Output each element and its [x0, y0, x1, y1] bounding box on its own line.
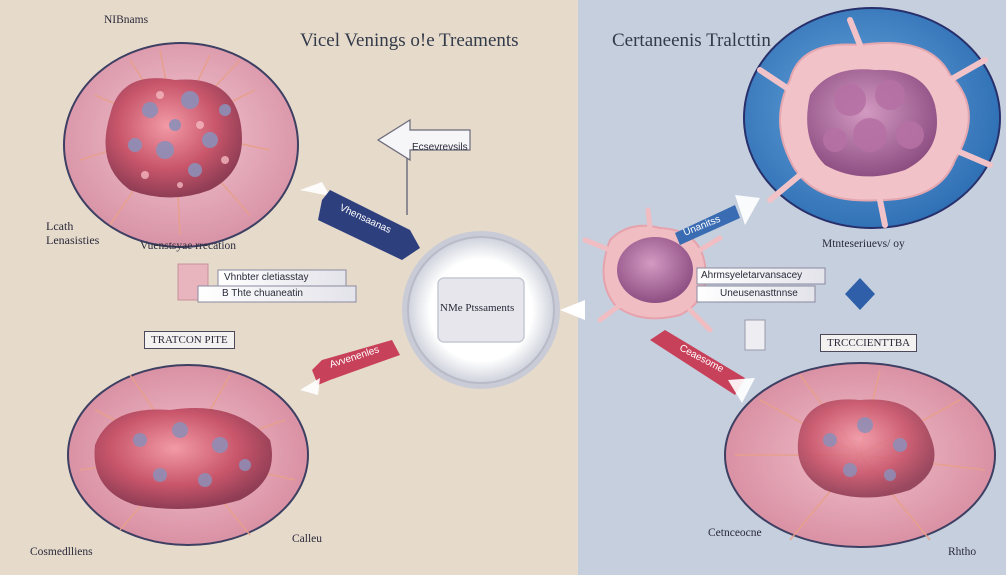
right-panel-title: Certaneenis Tralcttin: [612, 30, 771, 51]
right-info-bars: [696, 267, 826, 351]
left-bar-label-1: Vhnbter cletiasstay: [224, 272, 309, 283]
red-arrow-left: [300, 340, 400, 395]
red-arrow-right: [650, 330, 755, 403]
bottom-left-caption: Cosmedlliens: [30, 546, 93, 558]
bottom-center-caption: Calleu: [292, 533, 323, 545]
top-left-caption: Vuenstsyae rrecation: [140, 240, 237, 252]
right-bar-label-2: Uneusenasttnnse: [720, 288, 798, 299]
left-panel-title: Vicel Venings o!e Treaments: [300, 30, 519, 51]
navy-diamond: [845, 278, 875, 310]
left-info-bars: [177, 263, 357, 303]
bottom-left-cell-panel: [67, 364, 309, 546]
middle-right-cell: [582, 207, 723, 333]
side-left-label-1: Lcath: [46, 219, 74, 233]
navy-arrow-left: [300, 182, 420, 260]
center-circle: [402, 231, 585, 389]
bottom-right-cell-panel: [724, 362, 996, 548]
small-arrow-label: Ecsevrevsils: [412, 142, 468, 153]
bottom-right-caption: Cetnceocne: [708, 527, 762, 539]
treatment-box: TRATCON PITE: [144, 331, 235, 349]
top-left-corner-label: NIBnams: [104, 14, 149, 26]
top-left-cell-panel: [63, 42, 299, 248]
center-circle-label: NMe Ptssaments: [440, 302, 515, 314]
blue-arrow-right: [675, 195, 760, 245]
side-left-label-2: Lenasisties: [46, 233, 100, 247]
right-caption-top: Mtnteseriuevs/ oy: [822, 238, 905, 250]
left-bar-label-2: B Thte chuaneatin: [222, 288, 303, 299]
right-bar-label-1: Ahrmsyeletarvansacey: [701, 270, 803, 281]
bottom-right-corner-label: Rhtho: [948, 546, 977, 558]
top-right-cell-panel: [743, 7, 1001, 229]
small-arrow-shape: [376, 118, 471, 162]
right-treatment-box: TRCCCIENTTBA: [820, 334, 918, 352]
